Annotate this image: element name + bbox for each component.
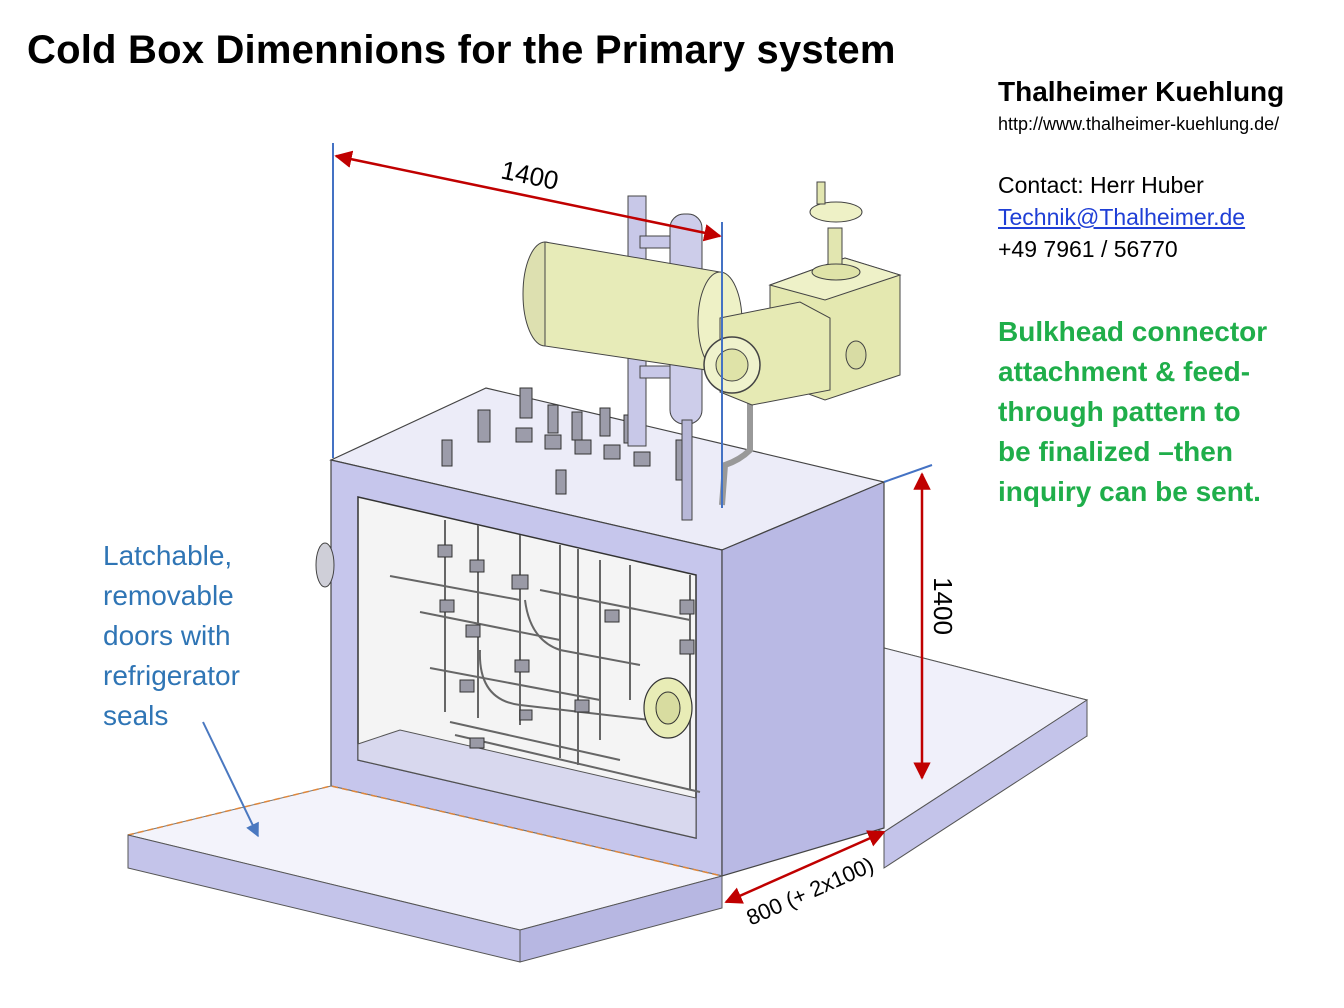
front-door-plate [127, 785, 723, 963]
note-line: attachment & feed- [998, 356, 1251, 387]
doors-label-line: refrigerator [103, 660, 240, 691]
dimension-height: 1400 [883, 464, 958, 780]
internal-valves [437, 544, 695, 749]
doors-label-line: doors with [103, 620, 231, 651]
doors-label-line: Latchable, [103, 540, 233, 571]
page-title: Cold Box Dimennions for the Primary syst… [27, 28, 896, 72]
internal-flange [643, 677, 693, 739]
height-dimension-label: 1400 [928, 577, 958, 635]
width-dimension-label: 1400 [498, 155, 561, 196]
bulkhead-note: Bulkhead connector attachment & feed- th… [998, 312, 1328, 512]
contact-person: Contact: Herr Huber [998, 172, 1204, 198]
cold-head-unit [703, 181, 902, 406]
note-line: be finalized –then [998, 436, 1233, 467]
doors-label-line: removable [103, 580, 234, 611]
contact-phone: +49 7961 / 56770 [998, 236, 1178, 262]
doors-label-line: seals [103, 700, 169, 731]
contact-email-link[interactable]: Technik@Thalheimer.de [998, 204, 1246, 230]
company-name: Thalheimer Kuehlung [998, 76, 1285, 107]
note-line: Bulkhead connector [998, 316, 1268, 347]
company-url[interactable]: http://www.thalheimer-kuehlung.de/ [998, 114, 1280, 134]
doors-pointer-arrow [202, 721, 259, 838]
note-line: inquiry can be sent. [998, 476, 1261, 507]
doors-label: Latchable, removable doors with refriger… [103, 536, 240, 736]
note-line: through pattern to [998, 396, 1241, 427]
